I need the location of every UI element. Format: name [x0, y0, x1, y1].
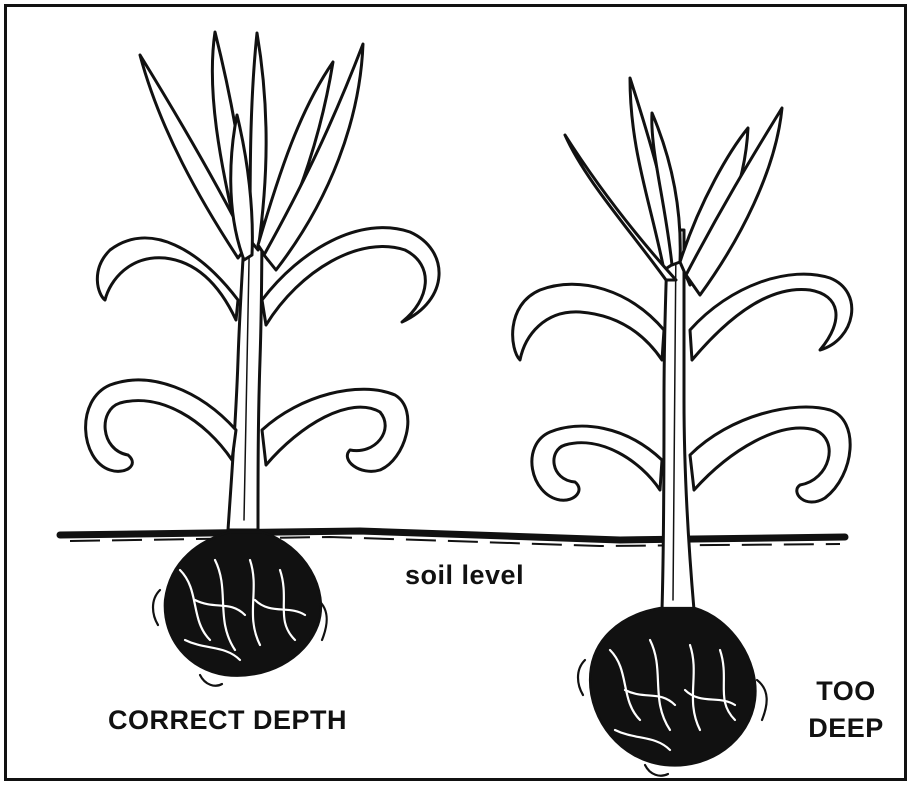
too-deep-label: TOO DEEP: [806, 673, 886, 747]
soil-level-label: soil level: [405, 560, 524, 591]
too-deep-line-2: DEEP: [806, 710, 886, 747]
roots-correct-depth: [153, 532, 327, 686]
correct-depth-label: CORRECT DEPTH: [108, 705, 347, 736]
roots-too-deep: [578, 608, 767, 776]
too-deep-line-1: TOO: [806, 673, 886, 710]
plant-correct-depth: [86, 32, 439, 686]
soil-line: [60, 531, 845, 546]
plant-too-deep: [513, 78, 852, 776]
